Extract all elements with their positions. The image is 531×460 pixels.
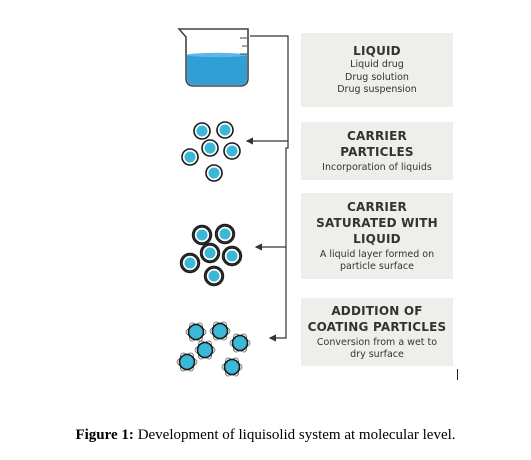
step-liquid-box: LIQUID Liquid drug Drug solution Drug su… <box>301 33 453 107</box>
step-liquid-heading: LIQUID <box>353 44 401 59</box>
particle-core <box>226 250 238 262</box>
particle-core <box>226 145 238 157</box>
step-carrier-box: CARRIER PARTICLES Incorporation of liqui… <box>301 122 453 180</box>
step-carrier-heading: PARTICLES <box>340 144 414 159</box>
coated-particle <box>178 353 196 371</box>
particle-core <box>208 167 220 179</box>
flow-connectors <box>245 35 289 342</box>
step-saturated-heading: LIQUID <box>353 231 401 246</box>
step-saturated-line: A liquid layer formed on <box>319 248 435 260</box>
step-saturated-line: particle surface <box>340 261 414 272</box>
step-coating-heading: COATING PARTICLES <box>307 319 447 334</box>
particle-core <box>219 228 231 240</box>
step-coating-line: Conversion from a wet to <box>316 336 438 348</box>
step-coating-line: dry surface <box>350 349 404 360</box>
coated-particle <box>187 323 205 341</box>
step-liquid-line: Drug solution <box>345 71 409 83</box>
particle-core <box>219 124 231 136</box>
caption-text: Development of liquisolid system at mole… <box>133 427 456 443</box>
coated-particle <box>223 358 241 376</box>
step-carrier-heading: CARRIER <box>347 128 407 143</box>
coated-particle <box>211 322 229 340</box>
carrier-particles-icon <box>181 121 241 182</box>
step-coating-box: ADDITION OF COATING PARTICLES Conversion… <box>301 298 453 366</box>
step-saturated-heading: SATURATED WITH <box>316 215 438 230</box>
coated-particles-icon <box>176 321 251 377</box>
particle-core <box>196 229 208 241</box>
caption-label: Figure 1: <box>75 427 134 443</box>
coated-particle <box>231 334 249 352</box>
figure-caption: Figure 1: Development of liquisolid syst… <box>0 427 531 444</box>
particle-core <box>204 142 216 154</box>
beaker-icon <box>177 28 249 87</box>
step-liquid-line: Liquid drug <box>350 59 404 71</box>
step-liquid-line: Drug suspension <box>337 84 417 96</box>
step-saturated-box: CARRIER SATURATED WITH LIQUID A liquid l… <box>301 193 453 279</box>
particle-core <box>208 270 220 282</box>
particle-core <box>196 125 208 137</box>
particle-core <box>184 151 196 163</box>
coated-particle <box>196 341 214 359</box>
step-coating-heading: ADDITION OF <box>331 303 423 318</box>
step-carrier-line: Incorporation of liquids <box>322 161 432 173</box>
particle-core <box>184 257 196 269</box>
particle-core <box>204 247 216 259</box>
text-cursor-mark <box>457 369 458 380</box>
saturated-particles-icon <box>179 223 243 287</box>
step-saturated-heading: CARRIER <box>347 199 407 214</box>
